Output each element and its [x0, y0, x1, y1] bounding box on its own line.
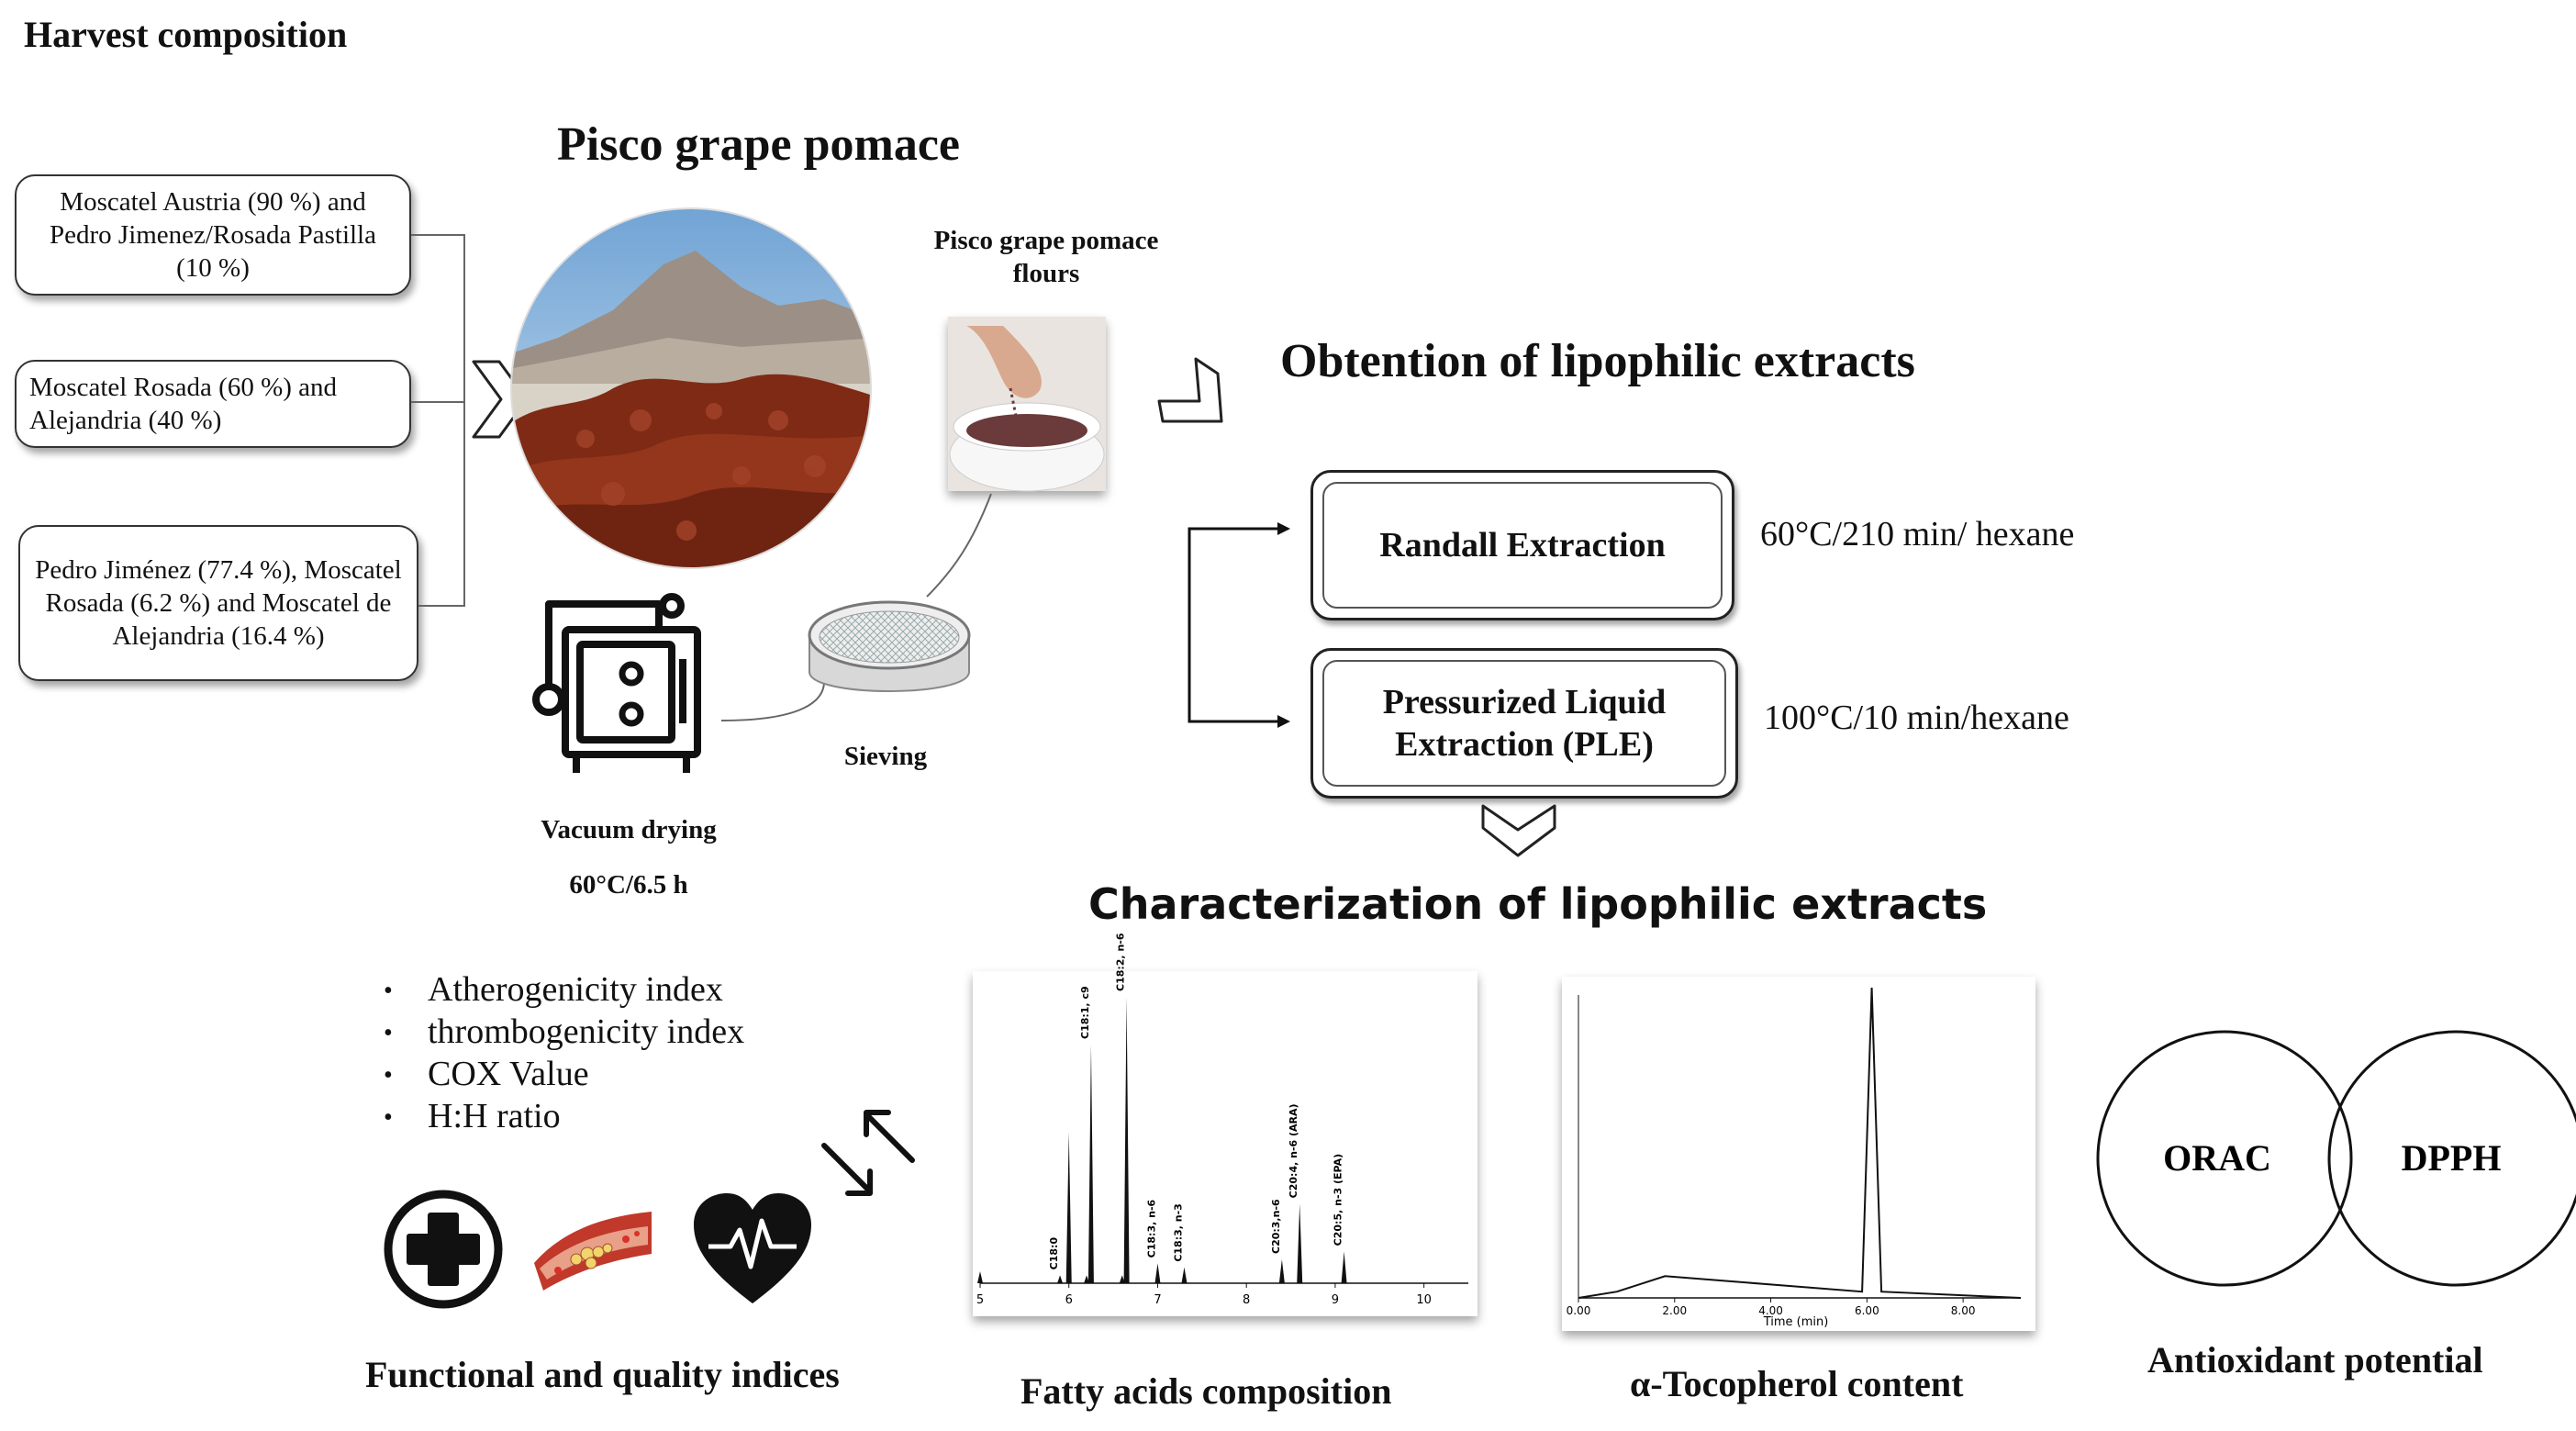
fatty-acids-title: Fatty acids composition: [1020, 1370, 1392, 1412]
fa-peak-4: [1087, 1045, 1094, 1283]
tocopherol-title: α-Tocopherol content: [1630, 1363, 1964, 1404]
exchange-arrows-icon: [821, 1110, 915, 1196]
variety-label-1: Moscatel Austria (90 %) and Pedro Jimene…: [50, 187, 376, 283]
fa-peak-label-0: C18:0: [1048, 1237, 1060, 1270]
variety-label-3: Pedro Jiménez (77.4 %), Moscatel Rosada …: [35, 555, 402, 651]
index-item-3: COX Value: [384, 1054, 744, 1096]
toc-series-line: [1578, 987, 2022, 1299]
sieving-label: Sieving: [843, 742, 928, 771]
variety-box-3: Pedro Jiménez (77.4 %), Moscatel Rosada …: [18, 525, 418, 681]
pomace-photo: [510, 207, 872, 569]
antioxidant-title: Antioxidant potential: [2147, 1339, 2483, 1381]
flours-label: Pisco grape pomace flours: [933, 226, 1159, 288]
toc-x-label: Time (min): [1763, 1315, 1829, 1329]
fa-peak-11: [1341, 1251, 1347, 1283]
orac-circle: [2096, 1030, 2353, 1287]
fa-peak-label-6: C20:4, n-6 (ARA): [1288, 1103, 1299, 1198]
fa-peak-8: [1181, 1267, 1188, 1283]
toc-x-tick-label-1: 2.00: [1662, 1304, 1687, 1317]
ple-extraction-box: Pressurized Liquid Extraction (PLE): [1310, 648, 1738, 799]
fa-peak-label-7: C20:5, n-3 (EPA): [1333, 1154, 1344, 1246]
fa-x-tick-label-1: 6: [1065, 1293, 1073, 1307]
blood-vessel-icon: [534, 1212, 652, 1291]
variety-box-2: Moscatel Rosada (60 %) and Alejandria (4…: [15, 360, 411, 448]
fa-peak-2: [1065, 1132, 1072, 1283]
main-title: Pisco grape pomace: [557, 118, 961, 171]
fa-peak-5: [1119, 1275, 1125, 1283]
antioxidant-venn: ORAC DPPH: [2096, 1030, 2576, 1287]
randall-extraction-label: Randall Extraction: [1322, 482, 1723, 609]
fa-x-tick-label-3: 8: [1243, 1293, 1250, 1307]
fa-x-tick-label-5: 10: [1416, 1293, 1432, 1307]
index-item-4: H:H ratio: [384, 1096, 744, 1138]
index-item-1: Atherogenicity index: [384, 969, 744, 1012]
fa-x-tick-label-2: 7: [1154, 1293, 1161, 1307]
flour-photo: [948, 317, 1106, 492]
variety-box-1: Moscatel Austria (90 %) and Pedro Jimene…: [15, 174, 411, 296]
process-connector: [720, 493, 992, 721]
branch-arrows: [1188, 522, 1290, 728]
randall-extraction-box: Randall Extraction: [1310, 470, 1734, 620]
index-item-2: thrombogenicity index: [384, 1012, 744, 1054]
fa-x-tick-label-0: 5: [976, 1293, 984, 1307]
characterization-title: Characterization of lipophilic extracts: [1088, 879, 1988, 929]
randall-condition: 60°C/210 min/ hexane: [1760, 515, 2075, 553]
fa-peak-7: [1154, 1263, 1161, 1283]
vacuum-condition-label: 60°C/6.5 h: [569, 870, 688, 900]
fa-peak-3: [1084, 1275, 1090, 1283]
fa-peak-10: [1297, 1203, 1303, 1283]
ple-condition: 100°C/10 min/hexane: [1764, 699, 2069, 737]
fa-peak-label-5: C20:3,n-6: [1270, 1199, 1282, 1254]
chevron-down-right-icon: [1157, 357, 1223, 423]
ple-extraction-label: Pressurized Liquid Extraction (PLE): [1322, 660, 1726, 787]
tocopherol-chart: 0.00 2.00 4.00 6.00 8.00 Time (min): [1567, 987, 2022, 1329]
variety-connector: [411, 234, 465, 607]
dpph-circle: [2327, 1030, 2576, 1287]
header-title: Harvest composition: [24, 14, 348, 55]
toc-x-tick-label-2: 4.00: [1758, 1304, 1783, 1317]
chevron-down-icon: [1481, 804, 1556, 857]
variety-label-2: Moscatel Rosada (60 %) and Alejandria (4…: [29, 373, 338, 435]
heart-rate-icon: [694, 1193, 811, 1303]
tocopherol-chart-frame: 0.00 2.00 4.00 6.00 8.00 Time (min): [1562, 977, 2035, 1331]
toc-x-tick-label-3: 6.00: [1855, 1304, 1879, 1317]
sieve-icon: [808, 600, 971, 692]
fa-peak-label-4: C18:3, n-3: [1172, 1203, 1184, 1262]
toc-x-tick-label-0: 0.00: [1567, 1304, 1591, 1317]
fa-peak-6: [1123, 997, 1130, 1283]
fa-peak-label-3: C18:3, n-6: [1145, 1199, 1157, 1258]
toc-x-tick-label-4: 8.00: [1951, 1304, 1976, 1317]
fa-peak-9: [1278, 1259, 1285, 1283]
fa-peak-label-1: C18:1, c9: [1079, 986, 1091, 1039]
fa-peak-0: [977, 1271, 983, 1283]
orac-label: ORAC: [2163, 1137, 2271, 1179]
indices-list: Atherogenicity index thrombogenicity ind…: [384, 969, 744, 1138]
health-cross-icon: [384, 1190, 503, 1309]
dpph-label: DPPH: [2402, 1137, 2502, 1179]
fa-peak-1: [1057, 1275, 1064, 1283]
obtention-title: Obtention of lipophilic extracts: [1280, 335, 1915, 387]
fa-x-tick-label-4: 9: [1332, 1293, 1339, 1307]
indices-title: Functional and quality indices: [365, 1354, 840, 1395]
vacuum-oven-icon: [532, 593, 701, 773]
vacuum-drying-label: Vacuum drying: [541, 815, 717, 844]
fa-peak-label-2: C18:2, n-6: [1115, 933, 1127, 991]
